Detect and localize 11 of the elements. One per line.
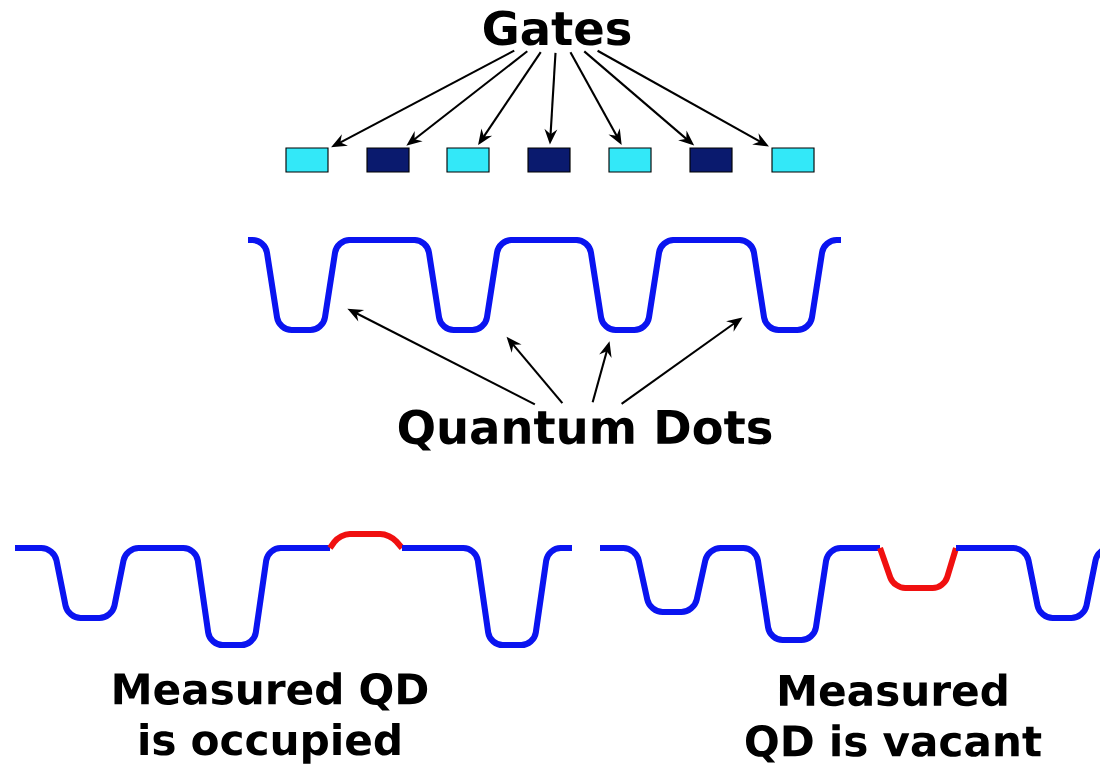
gate-box (608, 147, 652, 173)
heading-text: Quantum Dots (398, 409, 772, 451)
gate-box (285, 147, 329, 173)
gate-box (771, 147, 815, 173)
heading-text: Gates (484, 10, 631, 46)
gate-box (446, 147, 490, 173)
caption-text: Measured QD is vacant (746, 673, 1042, 763)
caption-text: Measured QD is occupied (114, 672, 428, 764)
gate-box (366, 147, 410, 173)
gate-box (689, 147, 733, 173)
gate-box (527, 147, 571, 173)
